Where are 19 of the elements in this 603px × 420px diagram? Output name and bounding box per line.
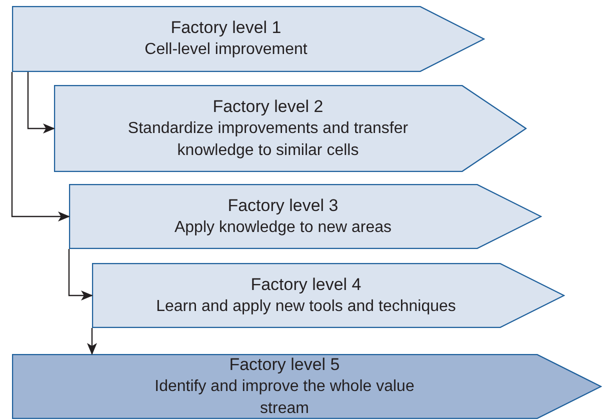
level-heading: Factory level 2 [212,96,324,118]
level-heading: Factory level 1 [170,17,282,39]
level-heading: Factory level 3 [228,194,338,216]
level-description: Identify and improve the whole value stream [154,376,416,418]
chevron-box [69,184,542,249]
connector-arrow [87,328,97,355]
connector-arrow [68,249,93,300]
chevron-box [92,263,565,328]
level-heading: Factory level 4 [250,274,362,296]
chevron-box [12,354,602,419]
level-heading: Factory level 5 [229,354,340,376]
level-description: Standardize improvements and transfer knowledge to similar cells [126,118,410,160]
connector-arrow [27,72,55,134]
level-description: Learn and apply new tools and techniques [156,296,456,316]
connector-arrow [11,72,70,222]
chevron-box [12,6,485,72]
level-description: Cell-level improvement [144,40,308,60]
level-description: Apply knowledge to new areas [174,218,392,238]
chevron-box [54,85,527,172]
